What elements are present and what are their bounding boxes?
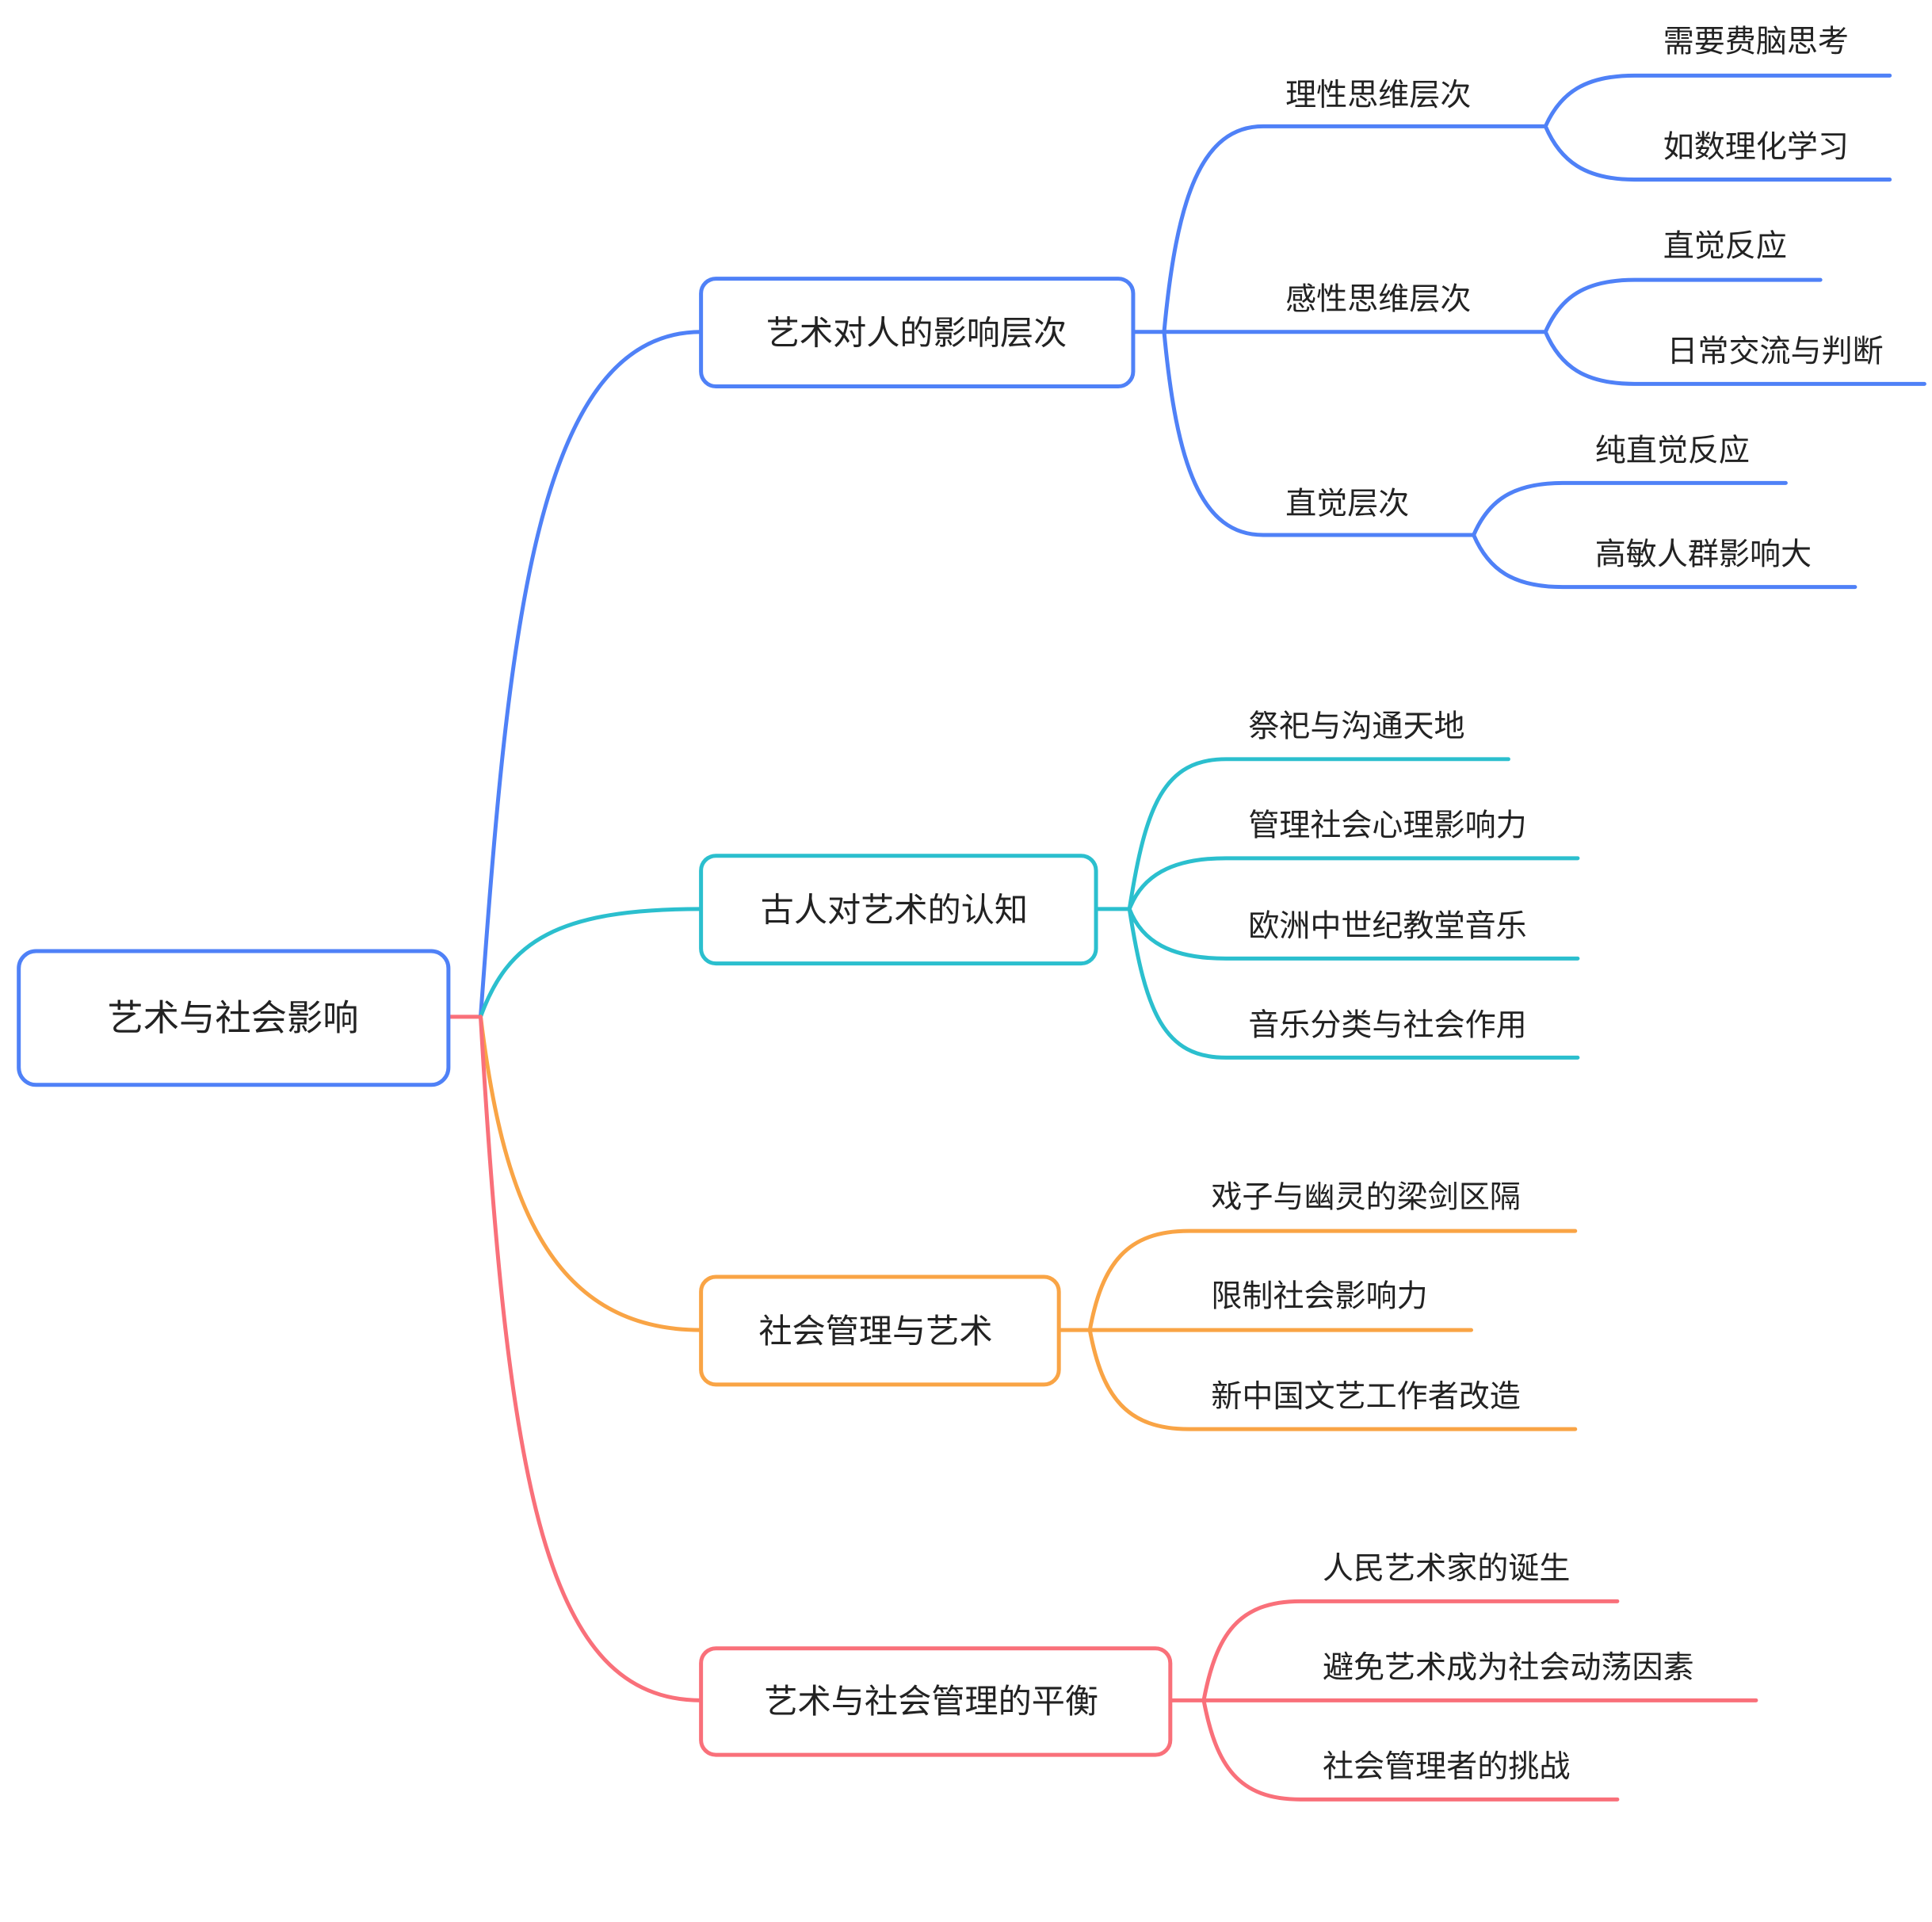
edge-b2-l2 — [1127, 856, 1580, 911]
edge-b1-c2-l2 — [1543, 330, 1926, 386]
leaf-label[interactable]: 如数理化学习 — [1663, 129, 1849, 165]
leaf-label[interactable]: 戏子与幽灵的梁剑区隔 — [1211, 1179, 1520, 1215]
branch-4-node[interactable] — [699, 1646, 1173, 1757]
edge-root-to-branch-2 — [479, 907, 704, 1019]
branch-1-label: 艺术对人的影响层次 — [766, 313, 1067, 352]
edge-root-to-branch-3 — [479, 1014, 704, 1332]
edge-b1-c3 — [1162, 330, 1476, 537]
branch-1: 艺术对人的影响层次 理性思维层次 感性思维层次 直觉层次 需要费脑思考 如数理化… — [699, 25, 1926, 590]
edge-root-to-branch-1 — [479, 330, 704, 1019]
edge-root-to-branch-4 — [479, 1014, 704, 1702]
root-edges — [446, 330, 704, 1702]
leaf-label[interactable]: 祭祀与沟通天地 — [1248, 709, 1464, 745]
branch-3-label: 社会管理与艺术 — [758, 1312, 992, 1351]
leaf-label[interactable]: 社会管理者的挑战 — [1323, 1749, 1570, 1785]
edge-b1-c1 — [1162, 124, 1548, 334]
edge-b3-l3 — [1087, 1328, 1578, 1431]
branch-4-label: 艺术与社会管理的平衡 — [764, 1682, 1098, 1721]
leaf-label[interactable]: 限制社会影响力 — [1211, 1278, 1427, 1314]
branch-2-label: 古人对艺术的认知 — [761, 891, 1028, 930]
leaf-label[interactable]: 避免艺术成为社会动荡因素 — [1323, 1650, 1694, 1686]
edge-b2-l4 — [1127, 907, 1580, 1060]
leaf-label[interactable]: 日常交流与判断 — [1667, 334, 1883, 369]
leaf-label[interactable]: 音乐分类与社会作用 — [1248, 1007, 1526, 1043]
branch-3-node[interactable] — [699, 1274, 1061, 1387]
leaf-label[interactable]: 高敏人群影响大 — [1595, 537, 1812, 572]
leaf-label[interactable]: 管理社会心理影响力 — [1248, 808, 1526, 844]
leaf-label[interactable]: 欧洲中世纪教堂音乐 — [1248, 908, 1526, 944]
branch-2: 古人对艺术的认知 祭祀与沟通天地 管理社会心理影响力 欧洲中世纪教堂音乐 音乐分… — [699, 709, 1580, 1060]
leaf-label[interactable]: 新中国文艺工作者改造 — [1211, 1379, 1520, 1415]
edge-b2-l3 — [1127, 907, 1580, 961]
branch-1-child-1-label[interactable]: 理性思维层次 — [1285, 78, 1471, 113]
branch-1-child-3-label[interactable]: 直觉层次 — [1285, 486, 1409, 522]
edge-b2-l1 — [1127, 757, 1510, 911]
root-node-group: 艺术与社会影响 — [17, 949, 451, 1087]
edge-b4-l3 — [1201, 1698, 1620, 1802]
root-label: 艺术与社会影响 — [107, 997, 358, 1039]
edge-b4-l1 — [1201, 1599, 1620, 1702]
edge-b1-c3-l1 — [1472, 480, 1788, 537]
edge-b3-l1 — [1087, 1228, 1578, 1332]
edge-b1-c1-l1 — [1543, 73, 1892, 128]
edge-b1-c3-l2 — [1472, 533, 1858, 590]
branch-1-child-2-label[interactable]: 感性思维层次 — [1285, 282, 1471, 318]
edge-b1-c2-l1 — [1543, 277, 1823, 334]
branch-2-node[interactable] — [699, 854, 1098, 966]
leaf-label[interactable]: 纯直觉反应 — [1595, 433, 1750, 468]
leaf-label[interactable]: 需要费脑思考 — [1663, 25, 1849, 60]
edge-b1-c1-l2 — [1543, 124, 1892, 182]
leaf-label[interactable]: 直觉反应 — [1663, 228, 1787, 264]
branch-3: 社会管理与艺术 戏子与幽灵的梁剑区隔 限制社会影响力 新中国文艺工作者改造 — [699, 1179, 1578, 1431]
branch-1-node[interactable] — [699, 277, 1136, 388]
branch-4: 艺术与社会管理的平衡 人民艺术家的诞生 避免艺术成为社会动荡因素 社会管理者的挑… — [699, 1551, 1758, 1802]
leaf-label[interactable]: 人民艺术家的诞生 — [1323, 1551, 1570, 1587]
root-node[interactable] — [17, 949, 451, 1087]
